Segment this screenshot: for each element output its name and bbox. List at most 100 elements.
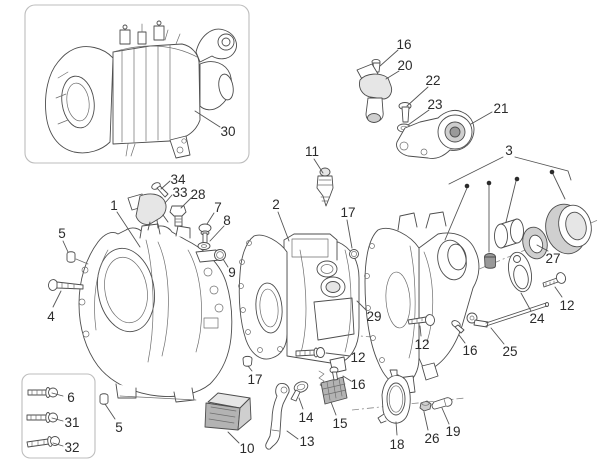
oring-9-drawing — [214, 249, 226, 261]
leader-line-27 — [536, 244, 549, 252]
callout-label-4: 4 — [47, 309, 55, 324]
callout-label-26: 26 — [424, 431, 439, 446]
bolt-14-drawing — [290, 381, 309, 402]
callout-label-15: 15 — [332, 416, 347, 431]
left-casing-drawing — [78, 223, 233, 403]
callout-label-32: 32 — [64, 440, 79, 455]
callout-label-1: 1 — [110, 198, 118, 213]
plug-28-drawing — [169, 205, 187, 227]
callout-label-17: 17 — [247, 372, 262, 387]
selector-rod-25-drawing — [466, 302, 550, 328]
switch-11-drawing — [316, 167, 334, 207]
callout-label-17: 17 — [340, 205, 355, 220]
group3-dot — [514, 176, 520, 182]
callout-label-16: 16 — [350, 377, 365, 392]
callout-label-23: 23 — [427, 97, 442, 112]
callout-label-5: 5 — [115, 420, 123, 435]
callout-label-10: 10 — [239, 441, 254, 456]
nut-26-drawing — [419, 400, 432, 412]
callout-label-8: 8 — [223, 213, 231, 228]
washer-8-drawing — [197, 242, 211, 250]
group3-dot-leader — [444, 187, 468, 241]
callout-label-12: 12 — [350, 350, 365, 365]
leader-line-5 — [62, 240, 69, 253]
leader-line-21 — [470, 111, 493, 125]
leader-line-12 — [325, 352, 351, 357]
leader-line-30 — [194, 110, 221, 128]
callout-label-13: 13 — [299, 434, 314, 449]
callout-label-21: 21 — [493, 101, 508, 116]
bolt-31-drawing — [26, 412, 58, 423]
leader-line-5 — [104, 403, 116, 420]
leader-line-32 — [52, 442, 64, 447]
leader-line-26 — [423, 411, 429, 431]
callout-label-2: 2 — [272, 197, 280, 212]
hardware-box-frame — [21, 373, 96, 459]
leader-line-2 — [277, 211, 290, 242]
bolt-12-mid-drawing — [407, 314, 435, 326]
leader-line-29 — [356, 300, 367, 311]
gasket-18-drawing — [377, 369, 411, 424]
leader-line-16 — [379, 49, 399, 67]
callout-label-16: 16 — [396, 37, 411, 52]
group3-dot — [464, 183, 470, 189]
group3-dot-leader — [552, 173, 566, 200]
pin-19-drawing — [431, 397, 453, 410]
callout-label-18: 18 — [389, 437, 404, 452]
callout-label-9: 9 — [228, 265, 236, 280]
grommet-plate-15-drawing — [318, 370, 348, 405]
leader-line-17 — [247, 365, 253, 372]
leader-line-31 — [51, 417, 64, 422]
callout-label-25: 25 — [502, 344, 517, 359]
leader-line-14 — [298, 397, 304, 410]
leader-line-33 — [164, 194, 173, 204]
screw-16-bottom-drawing — [329, 366, 339, 381]
bolt-32-drawing — [26, 436, 60, 448]
bolt-12-right-drawing — [542, 272, 567, 288]
callout-label-16: 16 — [462, 343, 477, 358]
callout-label-20: 20 — [397, 58, 412, 73]
leader-line-34 — [160, 180, 171, 190]
leader-line-1 — [116, 211, 141, 248]
callout-label-24: 24 — [529, 311, 545, 326]
leader-line-12 — [554, 286, 563, 298]
bolt-4-drawing — [48, 279, 84, 291]
rubber-pad-10-drawing — [204, 392, 252, 431]
group3-dot-leader — [505, 180, 517, 223]
callout-label-27: 27 — [545, 251, 560, 266]
screw-16-right-drawing — [451, 320, 465, 334]
oring-17-drawing — [349, 249, 359, 259]
gasket-24-drawing — [508, 251, 532, 293]
leader-line-25 — [490, 327, 505, 345]
leader-line-4 — [52, 290, 62, 308]
leader-line-23 — [407, 109, 430, 126]
leader-line-16 — [342, 375, 352, 382]
sensor-33-drawing — [127, 193, 169, 231]
clutch-housing-drawing — [364, 211, 480, 395]
bracket-13-drawing — [265, 383, 290, 450]
leader-line-24 — [520, 292, 532, 312]
engine-mount-21-drawing — [396, 102, 475, 159]
callout-label-22: 22 — [425, 73, 440, 88]
leader-line-6 — [51, 392, 64, 397]
callout-label-11: 11 — [305, 144, 319, 159]
callout-label-6: 6 — [67, 390, 75, 405]
center-casing-drawing — [238, 233, 360, 374]
leader-line-22 — [406, 86, 429, 107]
leader-line-28 — [180, 197, 192, 209]
leader-line-8 — [209, 225, 225, 242]
callout-label-34: 34 — [170, 172, 186, 187]
callout-label-29: 29 — [366, 309, 381, 324]
pin-5-bottom-drawing — [99, 393, 109, 405]
group3-dot — [549, 169, 555, 175]
bolt-6-drawing — [27, 387, 58, 398]
callout-label-30: 30 — [220, 124, 235, 139]
leader-line-15 — [330, 401, 337, 416]
bearing-set-drawing — [484, 203, 592, 269]
group3-bracket-line — [448, 156, 504, 185]
screw-34-drawing — [151, 182, 169, 198]
leader-line-11 — [313, 158, 324, 174]
callout-label-7: 7 — [214, 200, 222, 215]
